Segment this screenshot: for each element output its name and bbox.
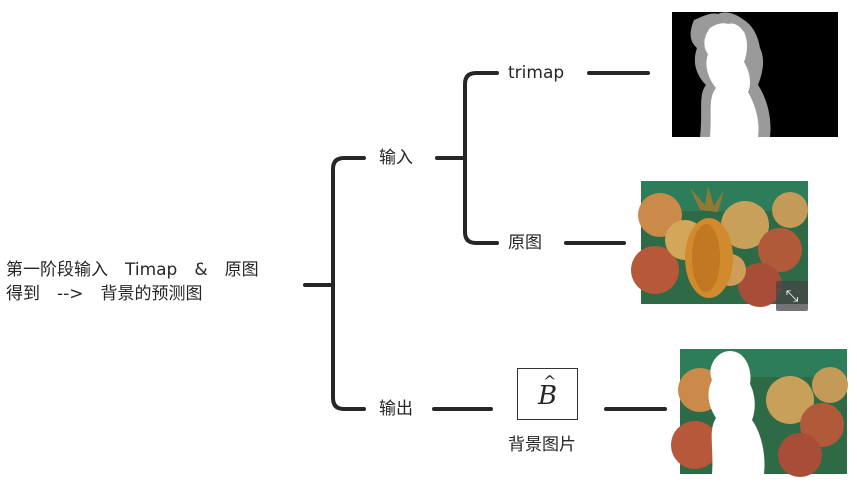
bhat-caption: 背景图片 [508, 435, 576, 455]
root-line-1: 第一阶段输入 Timap & 原图 [6, 260, 259, 280]
output-image [671, 349, 848, 477]
root-line-2: 得到 --> 背景的预测图 [6, 284, 203, 304]
connector-main-bracket [331, 156, 366, 411]
root-node-label: 第一阶段输入 Timap & 原图 得到 --> 背景的预测图 [6, 258, 259, 306]
bhat-symbol: B [537, 381, 558, 411]
trimap-label: trimap [508, 63, 565, 83]
original-label: 原图 [508, 233, 542, 253]
bhat-formula-box: ^ B [517, 368, 578, 420]
connector-sub-bracket [463, 71, 499, 245]
hat-accent-icon: ^ [543, 372, 557, 391]
original-image [631, 181, 808, 307]
branch-output-label: 输出 [379, 399, 413, 419]
expand-icon[interactable]: ⤡ [776, 281, 808, 311]
branch-input-label: 输入 [379, 148, 413, 168]
trimap-image [672, 12, 838, 137]
